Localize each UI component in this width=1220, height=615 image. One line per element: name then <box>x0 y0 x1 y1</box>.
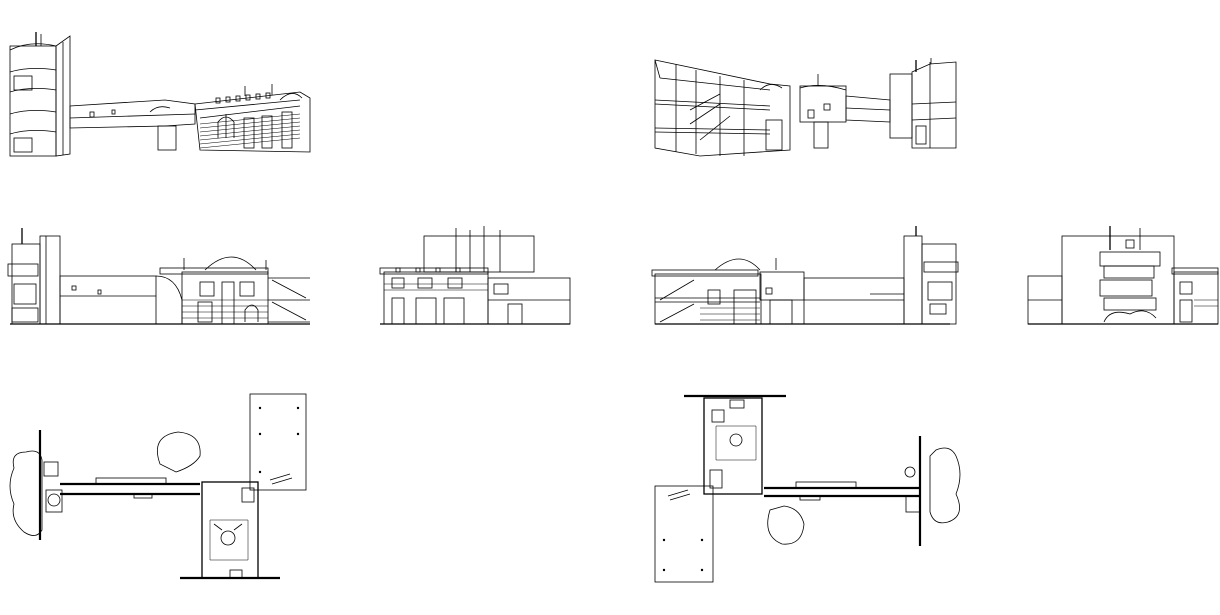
main-house-volume-2 <box>654 59 791 157</box>
garden-pavilion-plan <box>249 393 307 491</box>
tower-round-wing-2 <box>904 436 961 546</box>
roof-urns-left <box>215 92 271 104</box>
axonometric-view-right <box>654 58 957 157</box>
main-house-volume <box>194 84 311 153</box>
elevation-north-view <box>651 226 959 325</box>
tower-round-wing <box>9 430 63 540</box>
elevation-south-view <box>7 228 310 325</box>
floor-plan-left <box>9 393 307 580</box>
tower-drum <box>9 32 57 157</box>
roof-urns-east <box>395 267 461 273</box>
bridge-elevation <box>59 275 183 325</box>
elevation-west-view <box>1027 226 1219 325</box>
kidney-terrace <box>156 431 201 473</box>
main-house-plan-2 <box>684 394 786 495</box>
kidney-terrace-2 <box>767 505 805 545</box>
main-house-plan <box>180 481 280 580</box>
garden-pavilion-plan-2 <box>654 485 714 583</box>
tower-block-2 <box>889 58 957 149</box>
elevation-east-view <box>379 226 571 325</box>
corridor-plan <box>60 477 200 499</box>
tower-elevation <box>7 228 61 325</box>
corridor-plan-2 <box>764 481 920 501</box>
bridge-corridor <box>69 99 196 151</box>
main-house-elevation <box>159 256 310 325</box>
floor-plan-right <box>654 394 961 583</box>
bridge-corridor-2 <box>799 74 891 149</box>
axonometric-view-left <box>9 32 311 157</box>
tower-slab <box>55 35 71 157</box>
